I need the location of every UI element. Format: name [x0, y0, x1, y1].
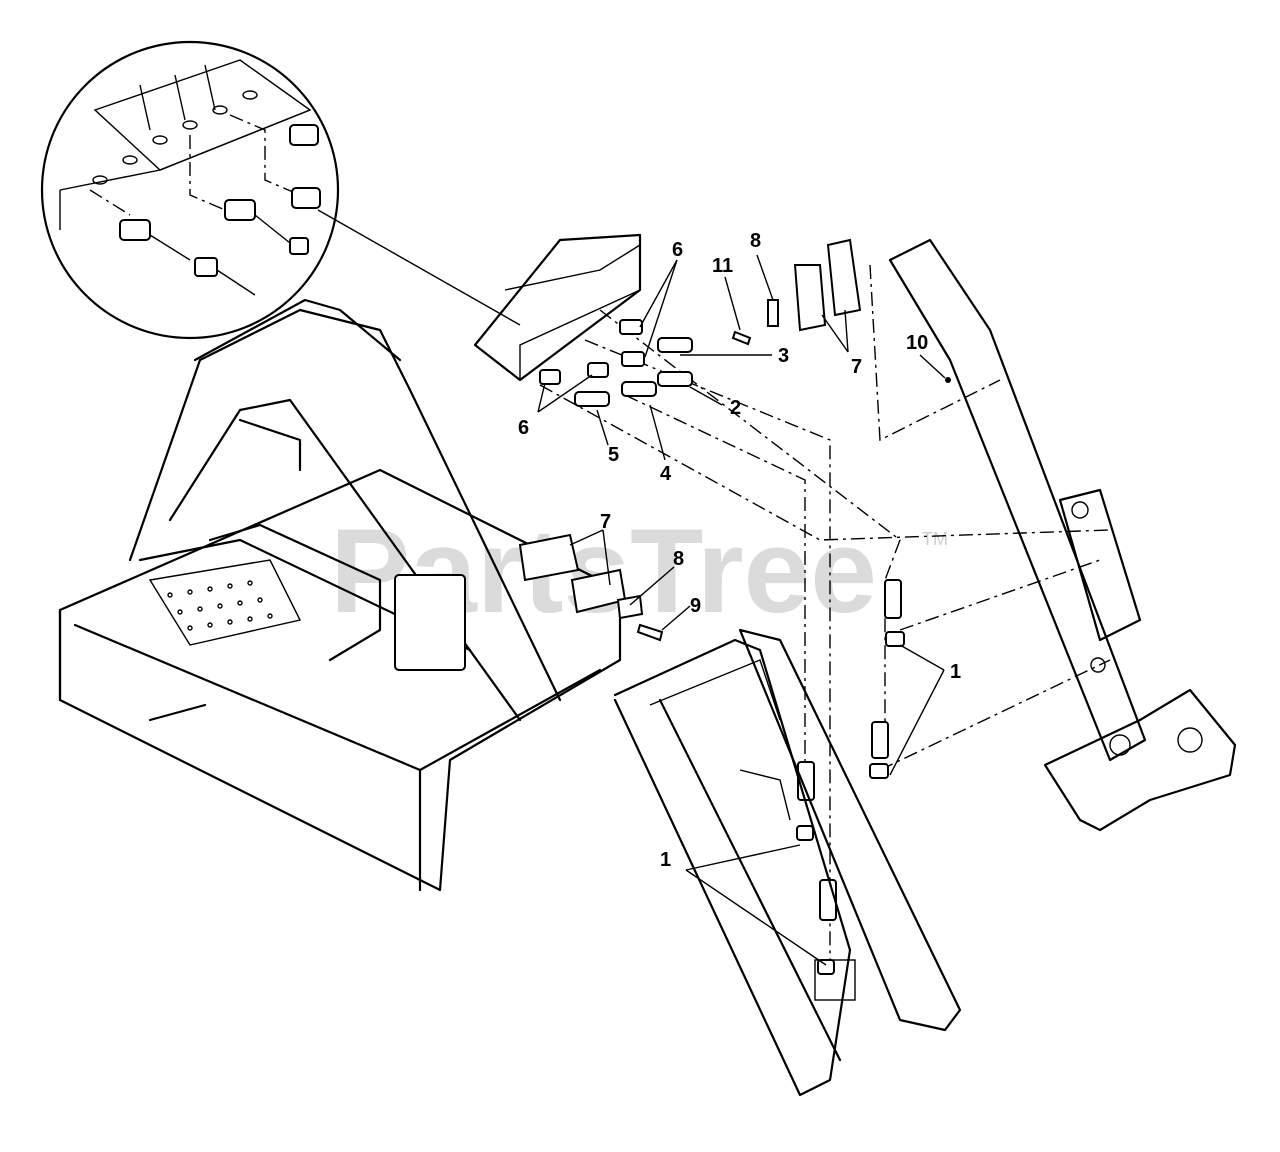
valve-block — [473, 233, 642, 382]
callout-4: 4 — [660, 463, 672, 485]
clamps — [518, 238, 951, 642]
callout-labels: 1 1 1 2 3 4 5 6 6 7 7 8 8 9 10 11 — [518, 230, 961, 871]
callout-9: 9 — [690, 595, 701, 617]
callout-8-top: 8 — [750, 230, 761, 252]
callout-1-right: 1 — [950, 661, 961, 683]
fittings — [539, 319, 905, 975]
inset-leader — [317, 209, 521, 326]
callout-6-left: 6 — [518, 417, 529, 439]
dipper-stick — [888, 238, 1237, 832]
callout-8-mid: 8 — [673, 548, 684, 570]
callout-5: 5 — [608, 444, 619, 466]
detail-inset — [40, 40, 340, 340]
callout-7-mid: 7 — [600, 511, 611, 533]
boom-arm — [613, 628, 962, 1097]
callout-3: 3 — [778, 345, 789, 367]
callout-11: 11 — [712, 255, 733, 277]
watermark-tm: TM — [922, 529, 948, 549]
leader-lines — [537, 254, 946, 966]
tractor-frame — [58, 298, 622, 892]
callout-6-top: 6 — [672, 239, 683, 261]
callout-2: 2 — [730, 397, 741, 419]
callout-7-top: 7 — [851, 356, 862, 378]
callout-10: 10 — [906, 332, 928, 354]
callout-1-lower: 1 — [660, 849, 671, 871]
